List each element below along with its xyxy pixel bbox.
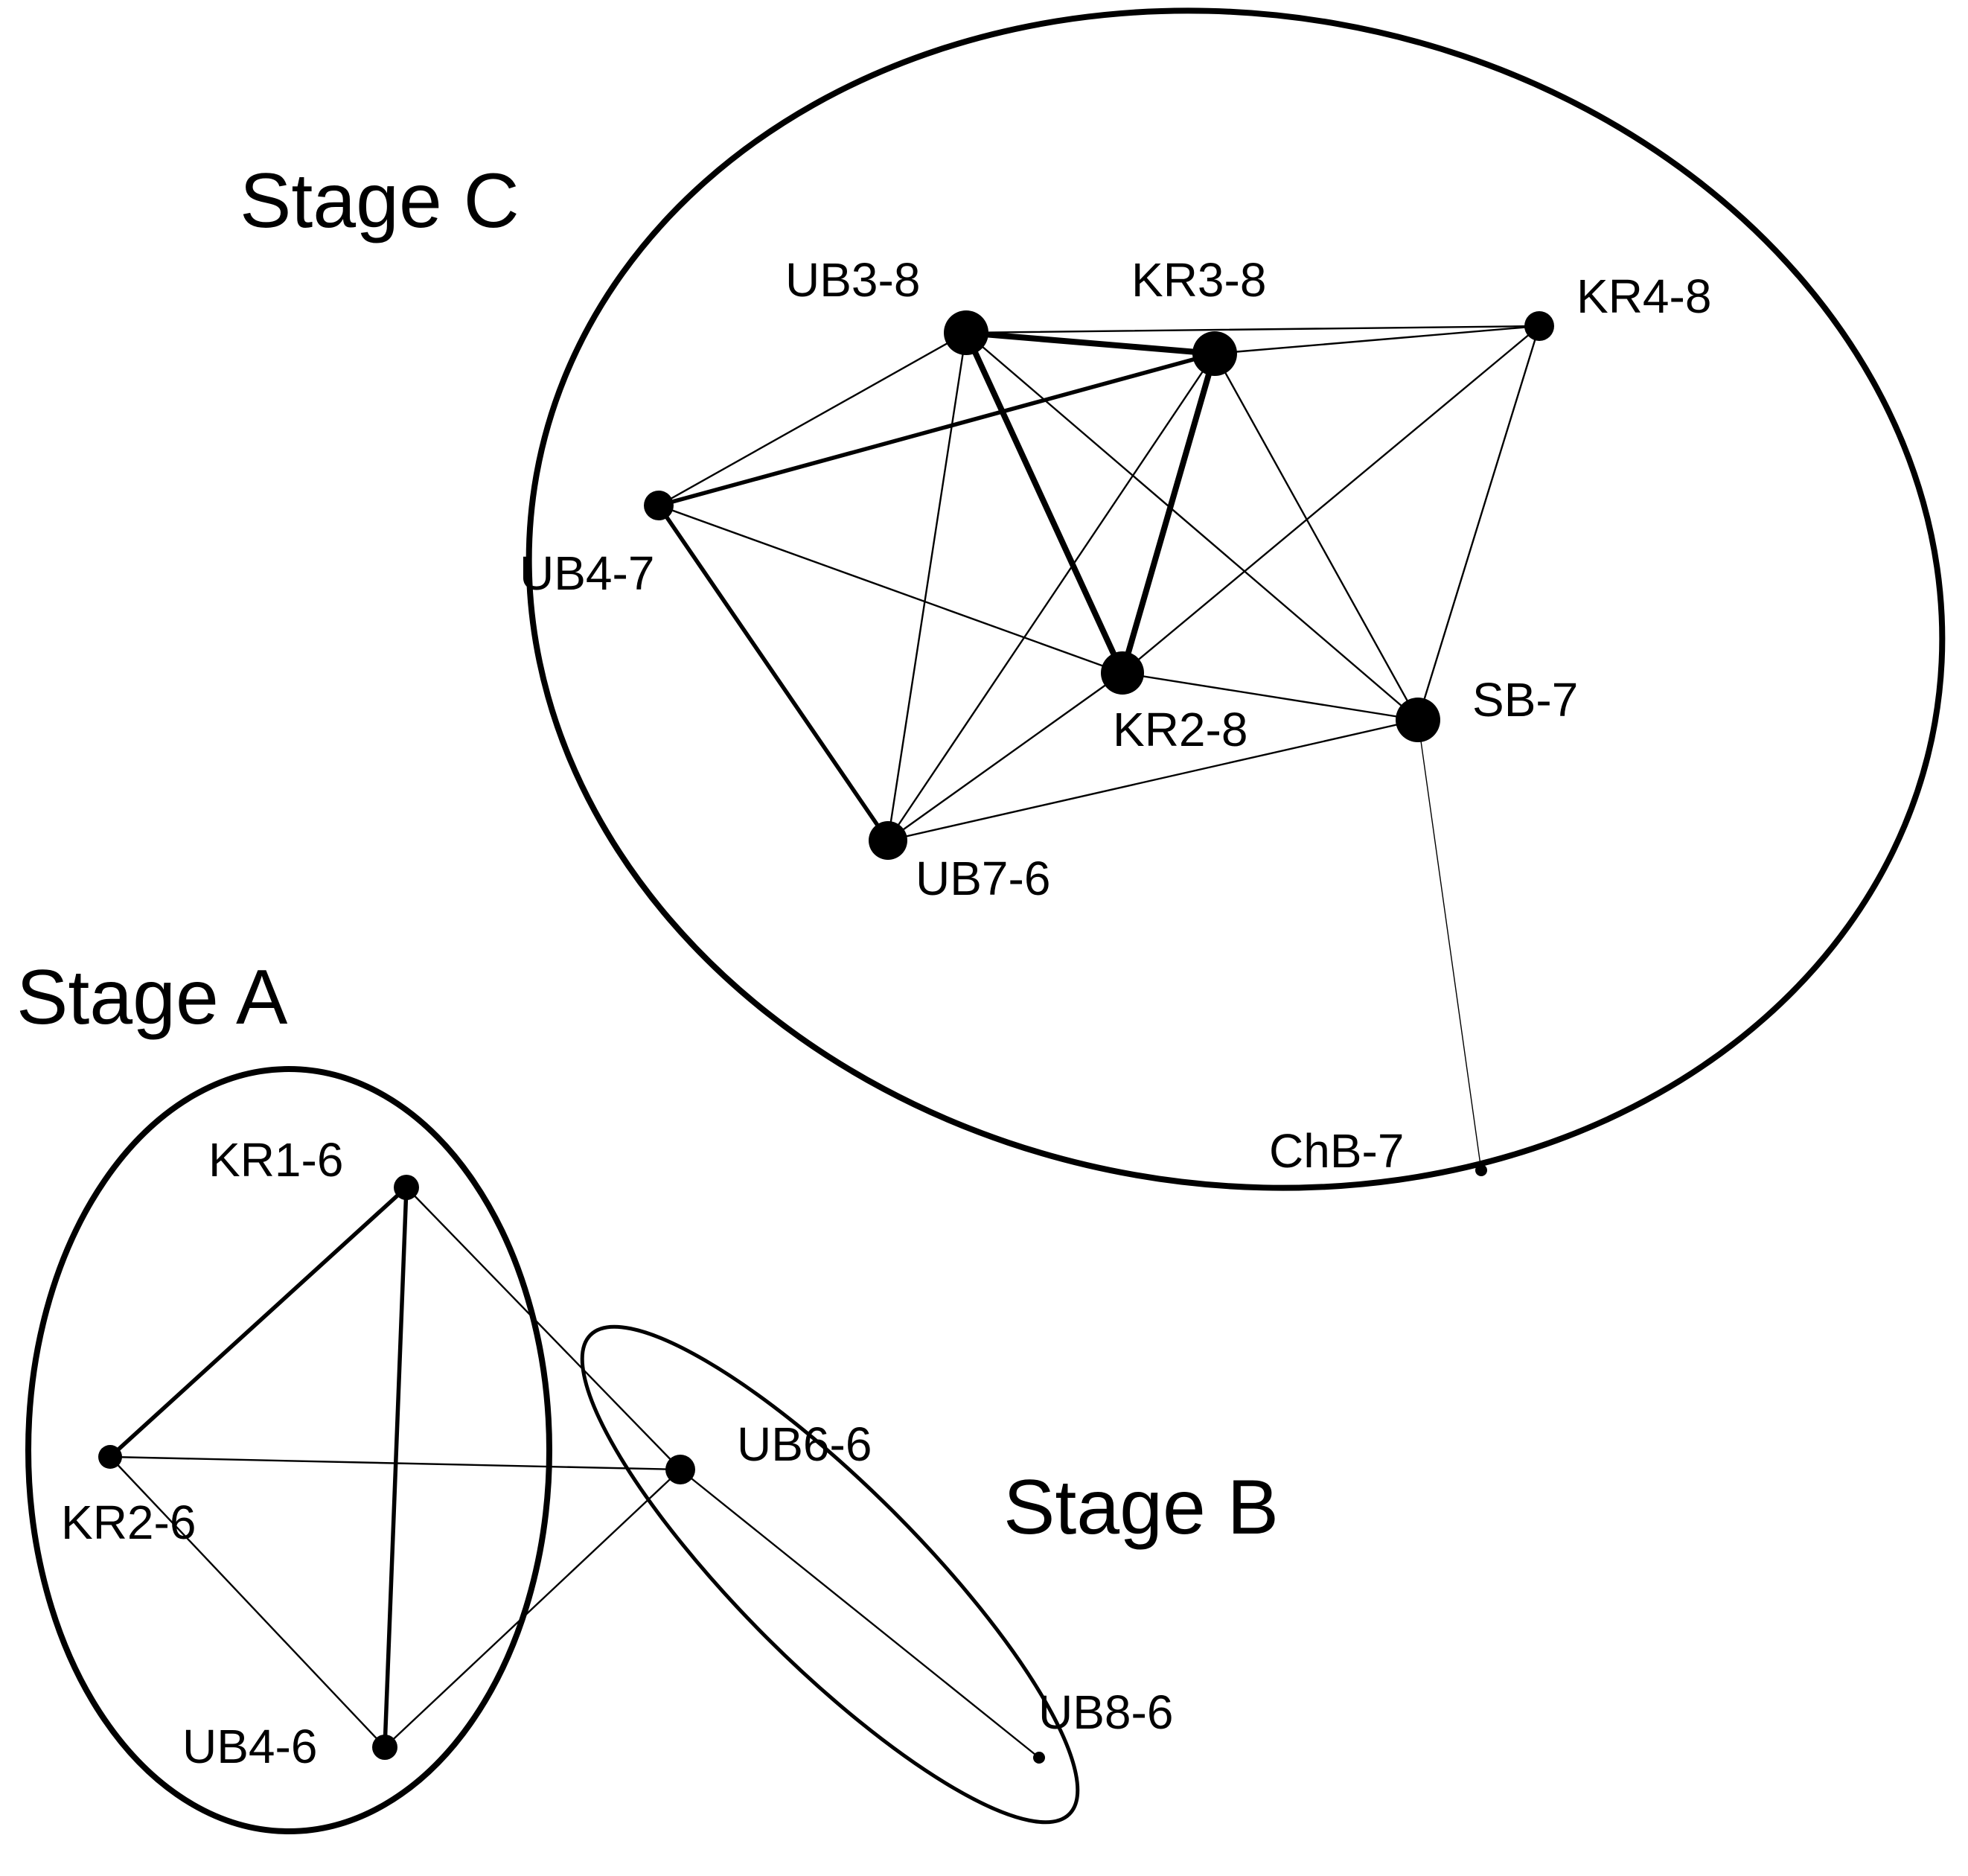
- node-label-sb-7: SB-7: [1472, 673, 1578, 727]
- nodes-layer: [98, 310, 1554, 1764]
- stage-a-region: [25, 1066, 552, 1834]
- node-label-ub4-7: UB4-7: [520, 546, 654, 600]
- edge-kr2-8-to-ub7-6: [886, 671, 1124, 842]
- node-label-kr4-8: KR4-8: [1576, 269, 1711, 323]
- node-kr2-8: [1101, 651, 1144, 695]
- edge-kr4-8-to-sb-7: [1416, 325, 1541, 721]
- node-ub3-8: [944, 310, 988, 355]
- edge-kr2-6-to-ub4-6: [109, 1455, 386, 1749]
- node-label-ub6-6: UB6-6: [737, 1417, 872, 1471]
- node-label-kr1-6: KR1-6: [208, 1133, 343, 1187]
- edge-kr1-6-to-kr2-6: [108, 1185, 409, 1459]
- node-label-ub8-6: UB8-6: [1038, 1685, 1173, 1739]
- stage-b-region: [580, 1324, 1080, 1825]
- node-kr3-8: [1192, 331, 1237, 376]
- node-sb-7: [1396, 698, 1440, 742]
- edge-kr3-8-to-ub4-7: [656, 351, 1217, 508]
- node-ub4-6: [372, 1735, 397, 1760]
- edge-ub3-8-to-sb-7: [965, 331, 1419, 721]
- edge-kr2-8-to-sb-7: [1121, 671, 1419, 721]
- edge-ub3-8-to-kr2-8: [963, 330, 1125, 676]
- node-label-kr2-8: KR2-8: [1113, 703, 1247, 756]
- edge-sb-7-to-chb-7: [1417, 719, 1482, 1171]
- edge-ub3-8-to-kr3-8: [963, 330, 1218, 357]
- node-chb-7: [1475, 1164, 1487, 1176]
- edge-kr2-6-to-ub6-6: [109, 1455, 682, 1471]
- edge-kr1-6-to-ub4-6: [383, 1185, 409, 1749]
- stage-a-title: Stage A: [16, 954, 288, 1041]
- edge-kr3-8-to-kr4-8: [1213, 325, 1541, 355]
- node-kr4-8: [1524, 311, 1554, 341]
- node-ub6-6: [665, 1455, 695, 1484]
- stage-c-title: Stage C: [240, 158, 520, 244]
- node-label-ub4-6: UB4-6: [182, 1720, 317, 1773]
- node-label-ub3-8: UB3-8: [785, 253, 920, 307]
- edge-ub6-6-to-ub8-6: [679, 1468, 1041, 1759]
- node-label-kr3-8: KR3-8: [1131, 253, 1266, 307]
- edge-ub3-8-to-ub7-6: [886, 331, 968, 842]
- edge-kr3-8-to-kr2-8: [1119, 351, 1218, 676]
- edge-sb-7-to-ub7-6: [886, 718, 1419, 842]
- edge-ub3-8-to-ub4-7: [657, 331, 968, 507]
- node-ub8-6: [1033, 1752, 1045, 1764]
- edge-kr3-8-to-ub7-6: [886, 352, 1216, 842]
- node-ub4-7: [644, 491, 674, 520]
- edge-ub3-8-to-kr4-8: [965, 325, 1541, 334]
- stage-c-region: [525, 7, 1946, 1191]
- edge-kr4-8-to-kr2-8: [1121, 325, 1541, 674]
- edge-ub4-7-to-ub7-6: [656, 503, 890, 843]
- edge-ub4-7-to-kr2-8: [657, 504, 1124, 674]
- node-label-chb-7: ChB-7: [1269, 1124, 1404, 1178]
- node-kr1-6: [394, 1175, 419, 1200]
- edge-kr3-8-to-sb-7: [1213, 352, 1419, 721]
- node-ub7-6: [869, 821, 907, 860]
- node-kr2-6: [98, 1445, 122, 1469]
- edge-kr1-6-to-ub6-6: [405, 1186, 682, 1471]
- edges-layer: [108, 325, 1541, 1759]
- node-label-ub7-6: UB7-6: [916, 852, 1050, 905]
- stage-b-title: Stage B: [1003, 1464, 1279, 1551]
- edge-ub4-6-to-ub6-6: [383, 1468, 682, 1749]
- node-labels: UB3-8 KR3-8 KR4-8 UB4-7 KR2-8 SB-7 UB7-6…: [61, 253, 1711, 1773]
- node-label-kr2-6: KR2-6: [61, 1496, 196, 1549]
